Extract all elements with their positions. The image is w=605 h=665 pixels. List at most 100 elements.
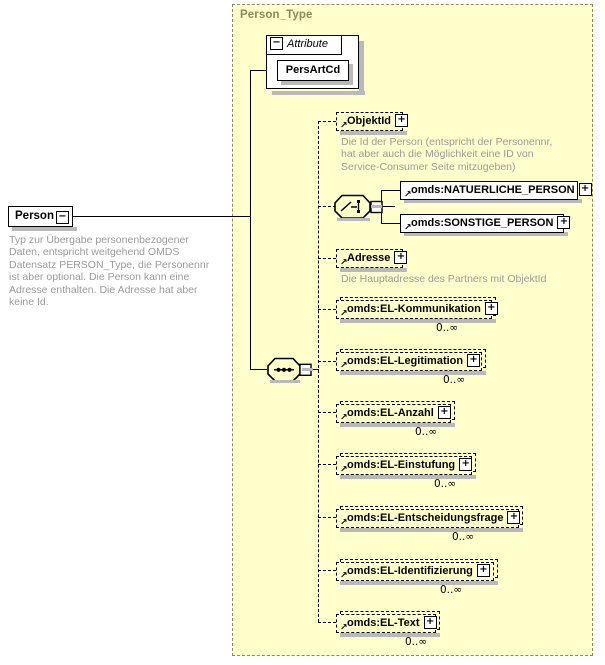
ref-arrow-icon: ↗ (340, 360, 348, 370)
element-label: omds:SONSTIGE_PERSON (411, 217, 554, 229)
element-el-legitimation[interactable]: ↗ omds:EL-Legitimation+ (336, 352, 482, 371)
attribute-group-expander[interactable]: − (270, 36, 283, 50)
ref-arrow-icon: ↗ (404, 189, 412, 199)
cardinality-label: 0..∞ (415, 426, 438, 438)
element-expander[interactable]: + (484, 301, 498, 315)
cardinality-label: 0..∞ (440, 584, 463, 596)
attribute-group-tab[interactable]: −Attribute (266, 35, 342, 55)
node-shadow (404, 232, 568, 236)
complextype-title: Person_Type (240, 9, 313, 21)
element-label: ObjektId (347, 115, 392, 127)
attribute-persartcd[interactable]: PersArtCd (277, 60, 349, 81)
element-el-einstufung[interactable]: ↗ omds:EL-Einstufung+ (336, 456, 473, 475)
element-el-entscheidungsfrage[interactable]: ↗ omds:EL-Entscheidungsfrage+ (336, 509, 521, 528)
root-element-expander[interactable]: − (56, 211, 69, 224)
element-objektid[interactable]: ↗ ObjektId+ (336, 112, 409, 131)
element-expander[interactable]: + (557, 215, 571, 229)
element-label: omds:EL-Text (347, 617, 420, 629)
node-shadow (340, 528, 523, 532)
connector-stub-legitimation (318, 361, 336, 362)
ref-arrow-icon: ↗ (340, 412, 348, 422)
element-label: Adresse (347, 252, 391, 264)
cardinality-label: 0..∞ (405, 636, 428, 648)
element-expander[interactable]: + (467, 353, 481, 367)
root-documentation: Typ zur Übergabe personenbezogener Daten… (9, 234, 210, 309)
root-element-label: Person (15, 210, 54, 222)
ref-arrow-icon: ↗ (340, 308, 348, 318)
node-shadow (340, 268, 407, 272)
connector-person-trunk (73, 216, 251, 217)
element-expander[interactable]: + (437, 405, 451, 419)
connector-stub-kommunikation (318, 309, 336, 310)
element-documentation-objektid: Die Id der Person (entspricht der Person… (341, 136, 553, 173)
choice-compositor-shadow (337, 218, 370, 221)
element-label: omds:EL-Entscheidungsfrage (347, 512, 504, 524)
cardinality-label: 0..∞ (436, 322, 459, 334)
root-element-person[interactable]: Person − (8, 206, 73, 227)
ref-arrow-icon: ↗ (404, 222, 412, 232)
connector-stub-adresse (318, 258, 336, 259)
node-shadow (404, 199, 582, 203)
connector-stub-objektid (318, 121, 336, 122)
element-expander[interactable]: + (459, 457, 473, 471)
element-expander[interactable]: + (423, 615, 437, 629)
element-expander[interactable]: + (507, 510, 521, 524)
element-label: omds:EL-Legitimation (347, 355, 464, 367)
cardinality-label: 0..∞ (434, 478, 457, 490)
persartcd-shadow (281, 81, 353, 85)
connector-trunk-sequence (250, 369, 267, 370)
complextype-container (232, 4, 593, 656)
element-natuerliche-person[interactable]: ↗ omds:NATUERLICHE_PERSON+ (400, 181, 592, 200)
persartcd-shadow-right (349, 64, 353, 84)
element-expander[interactable]: + (578, 182, 592, 196)
sequence-expander-shadow (302, 368, 313, 371)
ref-arrow-icon: ↗ (340, 517, 348, 527)
ref-arrow-icon: ↗ (340, 257, 348, 267)
element-adresse[interactable]: ↗ Adresse+ (336, 249, 408, 268)
element-el-anzahl[interactable]: ↗ omds:EL-Anzahl+ (336, 404, 451, 423)
connector-stub-choice (318, 206, 336, 207)
element-label: omds:NATUERLICHE_PERSON (411, 184, 575, 196)
element-expander[interactable]: + (394, 250, 408, 264)
sequence-compositor-shadow (270, 380, 300, 383)
node-shadow (340, 423, 455, 427)
element-el-kommunikation[interactable]: ↗ omds:EL-Kommunikation+ (336, 300, 498, 319)
connector-trunk-vertical (250, 70, 251, 370)
connector-sequence-out (310, 369, 319, 370)
node-shadow (340, 371, 486, 375)
attribute-box-shadow (272, 91, 365, 95)
cardinality-label: 0..∞ (443, 374, 466, 386)
person-box-shadow (12, 227, 77, 231)
element-sonstige-person[interactable]: ↗ omds:SONSTIGE_PERSON+ (400, 214, 571, 233)
connector-stub-text (318, 622, 336, 623)
element-label: omds:EL-Identifizierung (347, 565, 473, 577)
ref-arrow-icon: ↗ (340, 120, 348, 130)
connector-choice-out (381, 206, 395, 207)
ref-arrow-icon: ↗ (340, 464, 348, 474)
element-el-identifizierung[interactable]: ↗ omds:EL-Identifizierung+ (336, 562, 494, 581)
node-shadow (340, 581, 498, 585)
element-label: omds:EL-Einstufung (347, 459, 456, 471)
ref-arrow-icon: ↗ (340, 570, 348, 580)
connector-stub-einstufung (318, 464, 336, 465)
cardinality-label: 0..∞ (452, 531, 475, 543)
connector-choice-branch-sonstige (381, 223, 400, 224)
choice-expander-shadow (371, 205, 382, 208)
connector-children-spine (318, 121, 319, 622)
connector-stub-identifizierung (318, 570, 336, 571)
attribute-group-label: Attribute (287, 38, 328, 50)
connector-choice-branch-natuerliche (381, 190, 400, 191)
connector-stub-anzahl (318, 412, 336, 413)
connector-stub-entscheidungsfrage (318, 517, 336, 518)
attribute-box-shadow-right (359, 41, 364, 93)
node-shadow (340, 131, 407, 135)
element-expander[interactable]: + (476, 563, 490, 577)
element-expander[interactable]: + (395, 113, 409, 127)
node-shadow (340, 633, 440, 637)
element-el-text[interactable]: ↗ omds:EL-Text+ (336, 614, 437, 633)
element-label: omds:EL-Anzahl (347, 407, 434, 419)
element-label: omds:EL-Kommunikation (347, 303, 481, 315)
ref-arrow-icon: ↗ (340, 622, 348, 632)
node-shadow (340, 319, 496, 323)
node-shadow (340, 475, 476, 479)
